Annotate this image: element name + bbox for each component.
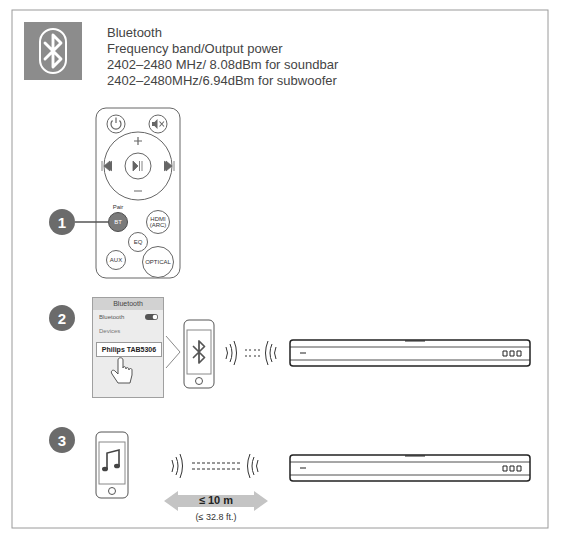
distance-arrow-part xyxy=(164,491,268,511)
soundbar-3-part xyxy=(290,462,530,475)
signal-waves-3-part xyxy=(172,454,183,478)
frame-part xyxy=(12,10,548,528)
phone-music xyxy=(96,432,128,498)
node-text: OPTICAL xyxy=(145,259,171,265)
remote-control-part xyxy=(134,137,142,191)
phone-music-part xyxy=(109,488,116,495)
phone-bluetooth-part xyxy=(184,320,214,388)
remote-control-part xyxy=(96,108,180,278)
node-text: AUX xyxy=(110,257,122,263)
settings-screen-part xyxy=(153,315,158,320)
soundbar-2-part xyxy=(300,341,425,353)
signal-waves-2-part xyxy=(245,350,260,356)
node-text: Devices xyxy=(99,328,120,334)
soundbar-2-part xyxy=(290,340,530,366)
settings-screen xyxy=(92,297,164,398)
node-text: Philips TAB5306 xyxy=(102,346,156,353)
signal-waves-3 xyxy=(172,454,258,478)
spec-text: 2402–2480MHz/6.94dBm for subwoofer xyxy=(107,73,337,88)
remote-button: EQ xyxy=(128,232,148,252)
bluetooth-icon-part xyxy=(45,35,61,67)
hand-pointer xyxy=(111,358,132,383)
settings-screen-part xyxy=(92,297,164,398)
pointer-chevron-part xyxy=(166,336,180,368)
bluetooth-icon xyxy=(24,22,82,80)
pointer-chevron xyxy=(166,336,180,368)
signal-waves-2-part xyxy=(266,341,277,365)
bluetooth-icon-part xyxy=(24,22,82,80)
node-text: 2 xyxy=(58,310,66,327)
settings-screen-part xyxy=(145,314,158,320)
callout-number: 1 xyxy=(49,209,75,235)
remote-button: HDMI (ARC) xyxy=(146,210,170,234)
hand-pointer-part xyxy=(111,358,132,383)
remote-control-part xyxy=(152,119,158,129)
node-text: EQ xyxy=(134,239,143,245)
soundbar-3-part xyxy=(290,455,530,481)
soundbar-3-part xyxy=(503,466,521,471)
dimension: ≤ 10 m xyxy=(199,494,233,506)
settings-screen-part xyxy=(93,298,163,310)
phone-bluetooth-part xyxy=(187,330,211,374)
phone-music-part xyxy=(96,432,128,498)
dimension: (≤ 32.8 ft.) xyxy=(196,512,237,522)
signal-waves-3-part xyxy=(192,463,240,469)
button-caption: Pair xyxy=(113,204,124,210)
signal-waves-2 xyxy=(226,341,276,365)
remote-control-part xyxy=(149,115,167,133)
settings-panel: BluetoothBluetoothDevicesPhilips TAB5306 xyxy=(92,297,164,398)
remote-control-part xyxy=(133,161,142,171)
phone-bluetooth-part xyxy=(196,378,203,385)
soundbar-3 xyxy=(290,455,530,481)
remote-control-part xyxy=(160,122,165,127)
phone-music-part xyxy=(114,464,120,469)
node-text: 1 xyxy=(58,214,66,231)
bluetooth-icon-part xyxy=(40,29,66,73)
phone-music-part xyxy=(99,442,125,484)
node-text: 3 xyxy=(58,432,66,449)
soundbar-2-part xyxy=(290,347,530,360)
node-text: HDMI (ARC) xyxy=(149,216,167,229)
remote-control-part xyxy=(104,132,172,200)
soundbar-2 xyxy=(290,340,530,366)
remote-control-part xyxy=(164,161,174,171)
remote-control-part xyxy=(107,115,125,133)
callout-number: 3 xyxy=(49,427,75,453)
node-text: Bluetooth xyxy=(93,300,163,307)
remote-control-part xyxy=(102,161,112,171)
remote-control-part xyxy=(111,118,121,130)
signal-waves-2-part xyxy=(226,341,237,365)
phone-bluetooth-part xyxy=(194,341,205,363)
callout-number: 2 xyxy=(49,305,75,331)
device-entry: Philips TAB5306 xyxy=(96,342,162,357)
spec-text: 2402–2480 MHz/ 8.08dBm for soundbar xyxy=(107,57,338,72)
node-text: Bluetooth xyxy=(99,314,124,320)
remote-button: AUX xyxy=(106,250,126,270)
node-text: BT xyxy=(114,219,122,225)
spec-text: Frequency band/Output power xyxy=(107,41,283,56)
pair-button: PairBT xyxy=(108,212,128,232)
phone-music-part xyxy=(107,450,119,469)
remote-button: OPTICAL xyxy=(142,246,174,278)
phone-bluetooth xyxy=(184,320,214,388)
distance-arrow xyxy=(164,491,268,511)
soundbar-2-part xyxy=(503,351,521,356)
phone-music-part xyxy=(102,467,108,472)
soundbar-3-part xyxy=(300,456,425,468)
signal-waves-3-part xyxy=(248,454,259,478)
frame xyxy=(12,10,548,528)
remote-control-part xyxy=(125,153,151,179)
remote-control xyxy=(96,108,180,278)
leader-line xyxy=(75,221,108,222)
heading: Bluetooth xyxy=(107,25,162,40)
